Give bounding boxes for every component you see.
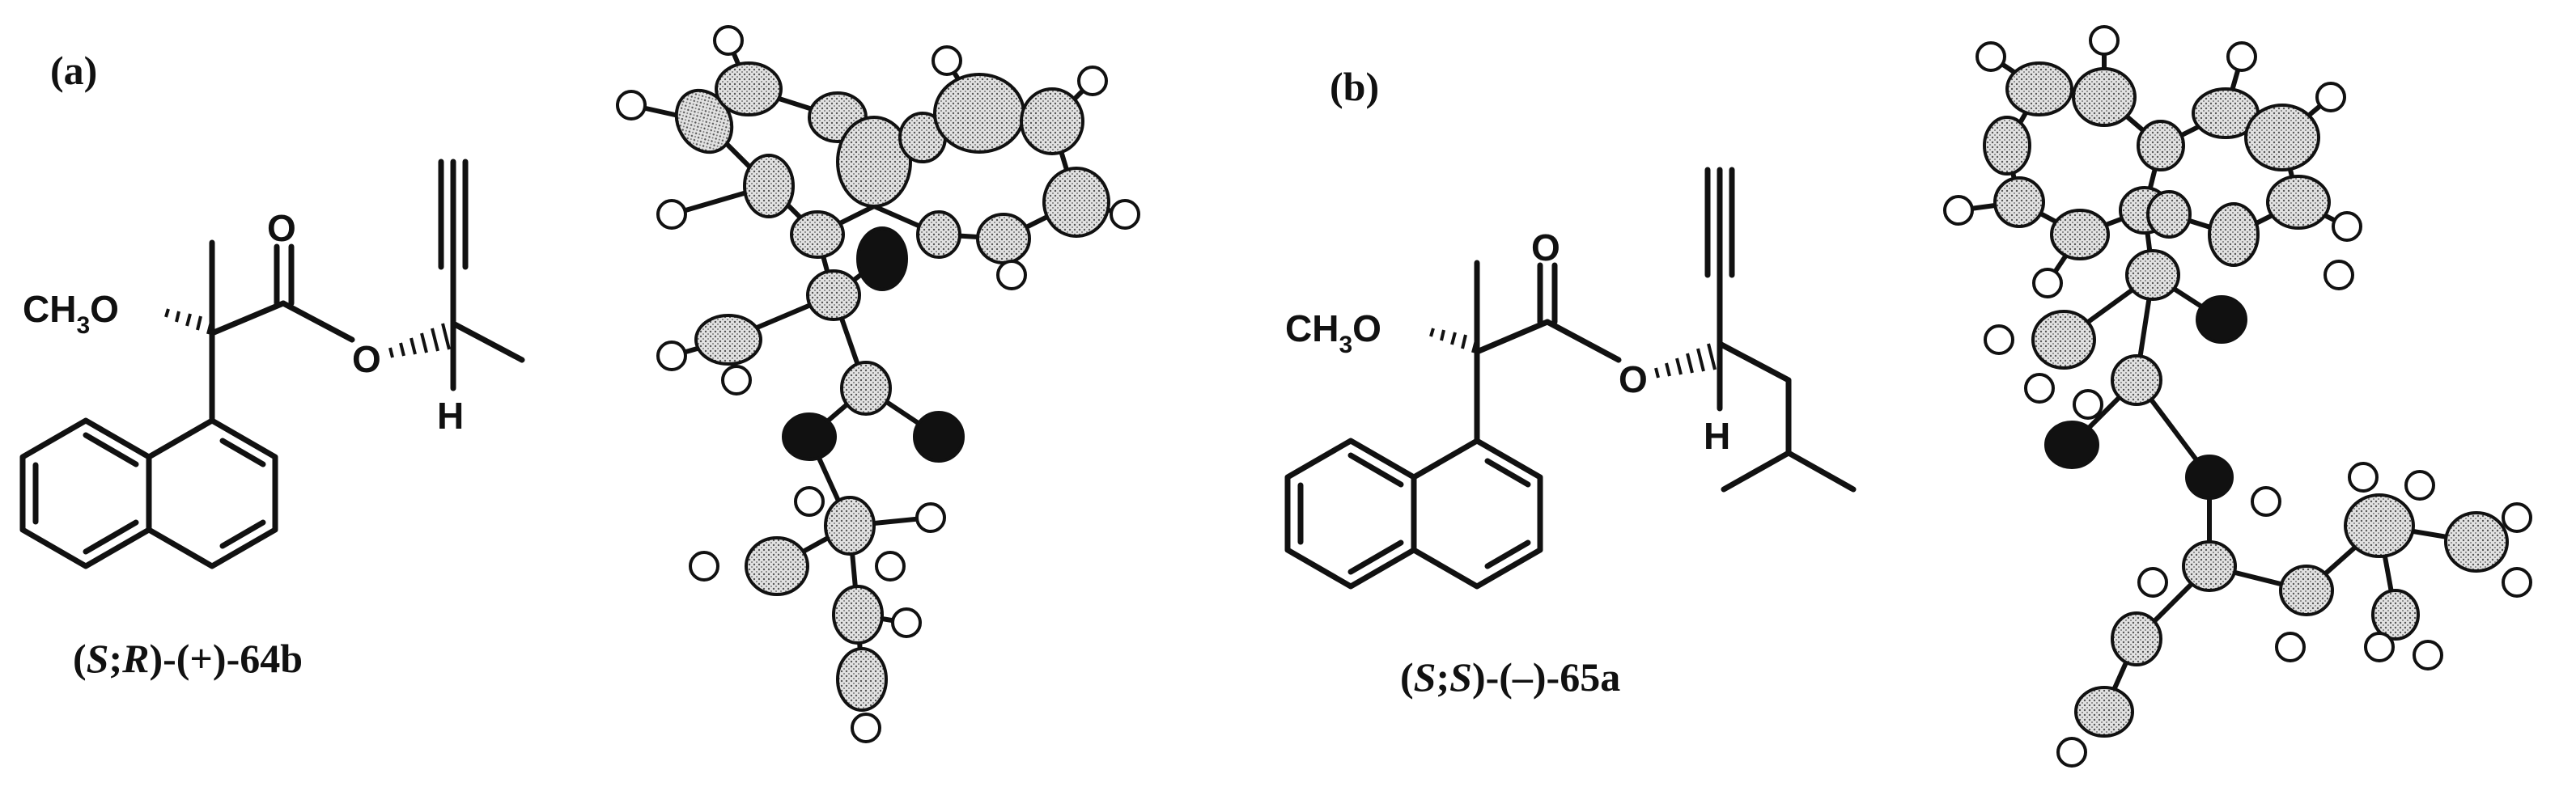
compound-name-65a: (S;S)-(–)-65a — [1400, 654, 1621, 700]
carbonyl-o-b: O — [1531, 226, 1560, 269]
ortep-64b — [616, 25, 1140, 743]
structure-64b: CH3O O O H — [19, 159, 525, 569]
panel-b-label: (b) — [1330, 64, 1380, 109]
hashed-bond-b2 — [1654, 343, 1717, 379]
ester-o-a: O — [352, 338, 381, 380]
methoxy-label-b: CH3O — [1285, 307, 1381, 358]
carbonyl-o-a: O — [267, 207, 296, 249]
structure-65a: CH3O O O H — [1284, 167, 1857, 590]
hashed-bond-a2 — [388, 323, 451, 358]
naphthalene-a — [19, 417, 278, 569]
compound-name-64b: (S;R)-(+)-64b — [73, 636, 303, 681]
hashed-bond-b1 — [1429, 328, 1479, 353]
h-label-a: H — [437, 395, 464, 437]
ester-o-b: O — [1619, 358, 1648, 400]
panel-a-label: (a) — [50, 48, 98, 93]
methoxy-label-a: CH3O — [23, 288, 119, 339]
carbonyl-c-bond-a — [209, 300, 286, 336]
hashed-bond-a1 — [164, 308, 214, 335]
ortep-65a — [1943, 25, 2532, 768]
h-label-b: H — [1704, 415, 1730, 457]
naphthalene-b — [1284, 438, 1543, 590]
